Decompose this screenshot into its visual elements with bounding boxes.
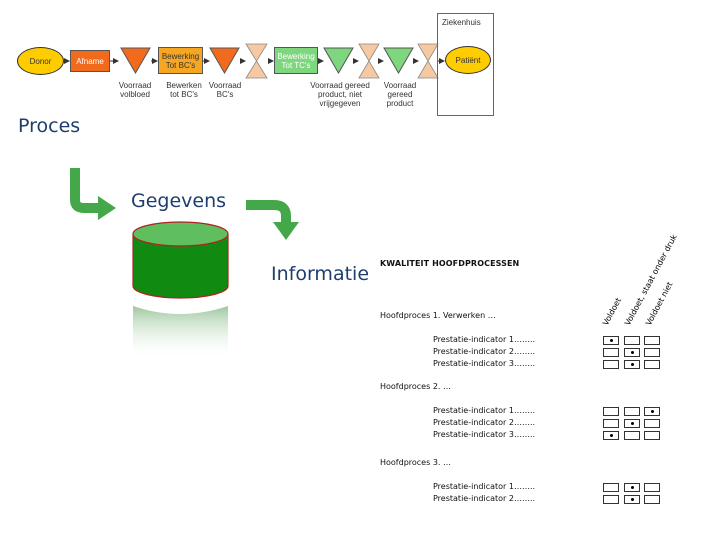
process-flow-diagram <box>64 43 445 79</box>
donor-node: Donor <box>17 47 64 75</box>
label-voorraad-bc: Voorraad BC's <box>208 81 242 99</box>
checked-dot-icon <box>630 351 634 354</box>
checked-dot-icon <box>630 363 634 366</box>
rating-checkbox[interactable] <box>603 419 619 428</box>
rating-checkbox[interactable] <box>644 483 660 492</box>
heading-informatie: Informatie <box>271 263 370 285</box>
rating-checkbox[interactable] <box>624 348 640 357</box>
checked-dot-icon <box>630 498 634 501</box>
inventory-triangle-volbloed <box>120 47 151 74</box>
checked-dot-icon <box>609 339 613 342</box>
rating-checkbox[interactable] <box>603 348 619 357</box>
label-voorraad-gereed: Voorraad gereed product <box>383 81 417 108</box>
hoofdproces-label: Hoofdproces 2. … <box>380 382 451 391</box>
rating-checkbox[interactable] <box>624 483 640 492</box>
rating-checkbox[interactable] <box>624 431 640 440</box>
indicator-label: Prestatie-indicator 1…….. <box>433 482 536 491</box>
rating-checkbox[interactable] <box>644 419 660 428</box>
rating-checkbox[interactable] <box>644 348 660 357</box>
label-voorraad-volbloed: Voorraad volbloed <box>118 81 152 99</box>
rating-checkbox[interactable] <box>624 407 640 416</box>
inventory-triangle-niet-vrij <box>323 47 354 74</box>
rating-checkbox[interactable] <box>603 483 619 492</box>
arrow-gegevens-to-informatie <box>246 200 299 240</box>
rating-checkbox[interactable] <box>644 407 660 416</box>
indicator-label: Prestatie-indicator 1…….. <box>433 335 536 344</box>
rating-checkbox[interactable] <box>624 360 640 369</box>
rating-checkbox[interactable] <box>603 360 619 369</box>
hospital-label: Ziekenhuis <box>442 18 481 27</box>
checked-dot-icon <box>609 434 613 437</box>
rating-checkbox[interactable] <box>624 336 640 345</box>
wait-hourglass-icon <box>245 43 268 79</box>
database-cylinder-icon <box>132 221 229 360</box>
afname-node: Afname <box>70 50 110 72</box>
indicator-label: Prestatie-indicator 1…….. <box>433 406 536 415</box>
rating-checkbox[interactable] <box>644 495 660 504</box>
wait-hourglass-icon <box>358 43 380 79</box>
checked-dot-icon <box>630 422 634 425</box>
inventory-triangle-gereed <box>383 47 414 74</box>
indicator-label: Prestatie-indicator 2…….. <box>433 494 536 503</box>
indicator-label: Prestatie-indicator 2…….. <box>433 347 536 356</box>
rating-checkbox[interactable] <box>624 495 640 504</box>
checked-dot-icon <box>650 410 654 413</box>
arrow-proces-to-gegevens <box>70 168 116 220</box>
column-header-voldoet: Voldoet <box>601 296 624 327</box>
bewerking-tc-node: Bewerking Tot TC's <box>274 47 318 74</box>
indicator-label: Prestatie-indicator 3…….. <box>433 359 536 368</box>
hoofdproces-label: Hoofdproces 1. Verwerken … <box>380 311 496 320</box>
hoofdproces-label: Hoofdproces 3. … <box>380 458 451 467</box>
rating-checkbox[interactable] <box>603 336 619 345</box>
inventory-triangle-bc <box>209 47 240 74</box>
label-bewerken-bc: Bewerken tot BC's <box>166 81 202 99</box>
indicator-label: Prestatie-indicator 3…….. <box>433 430 536 439</box>
rating-checkbox[interactable] <box>603 407 619 416</box>
rating-checkbox[interactable] <box>644 360 660 369</box>
checked-dot-icon <box>630 486 634 489</box>
quality-title: KWALITEIT HOOFDPROCESSEN <box>380 259 520 268</box>
bewerking-bc-node: Bewerking Tot BC's <box>158 47 203 74</box>
indicator-label: Prestatie-indicator 2…….. <box>433 418 536 427</box>
heading-proces: Proces <box>18 115 81 137</box>
label-voorraad-niet-vrij: Voorraad gereed product, niet vrijgegeve… <box>310 81 370 108</box>
rating-checkbox[interactable] <box>644 431 660 440</box>
hospital-frame: Ziekenhuis <box>437 13 494 116</box>
heading-gegevens: Gegevens <box>131 190 227 212</box>
rating-checkbox[interactable] <box>603 431 619 440</box>
rating-checkbox[interactable] <box>624 419 640 428</box>
wait-hourglass-icon <box>417 43 439 79</box>
rating-checkbox[interactable] <box>644 336 660 345</box>
patient-node: Patiënt <box>445 46 491 74</box>
rating-checkbox[interactable] <box>603 495 619 504</box>
